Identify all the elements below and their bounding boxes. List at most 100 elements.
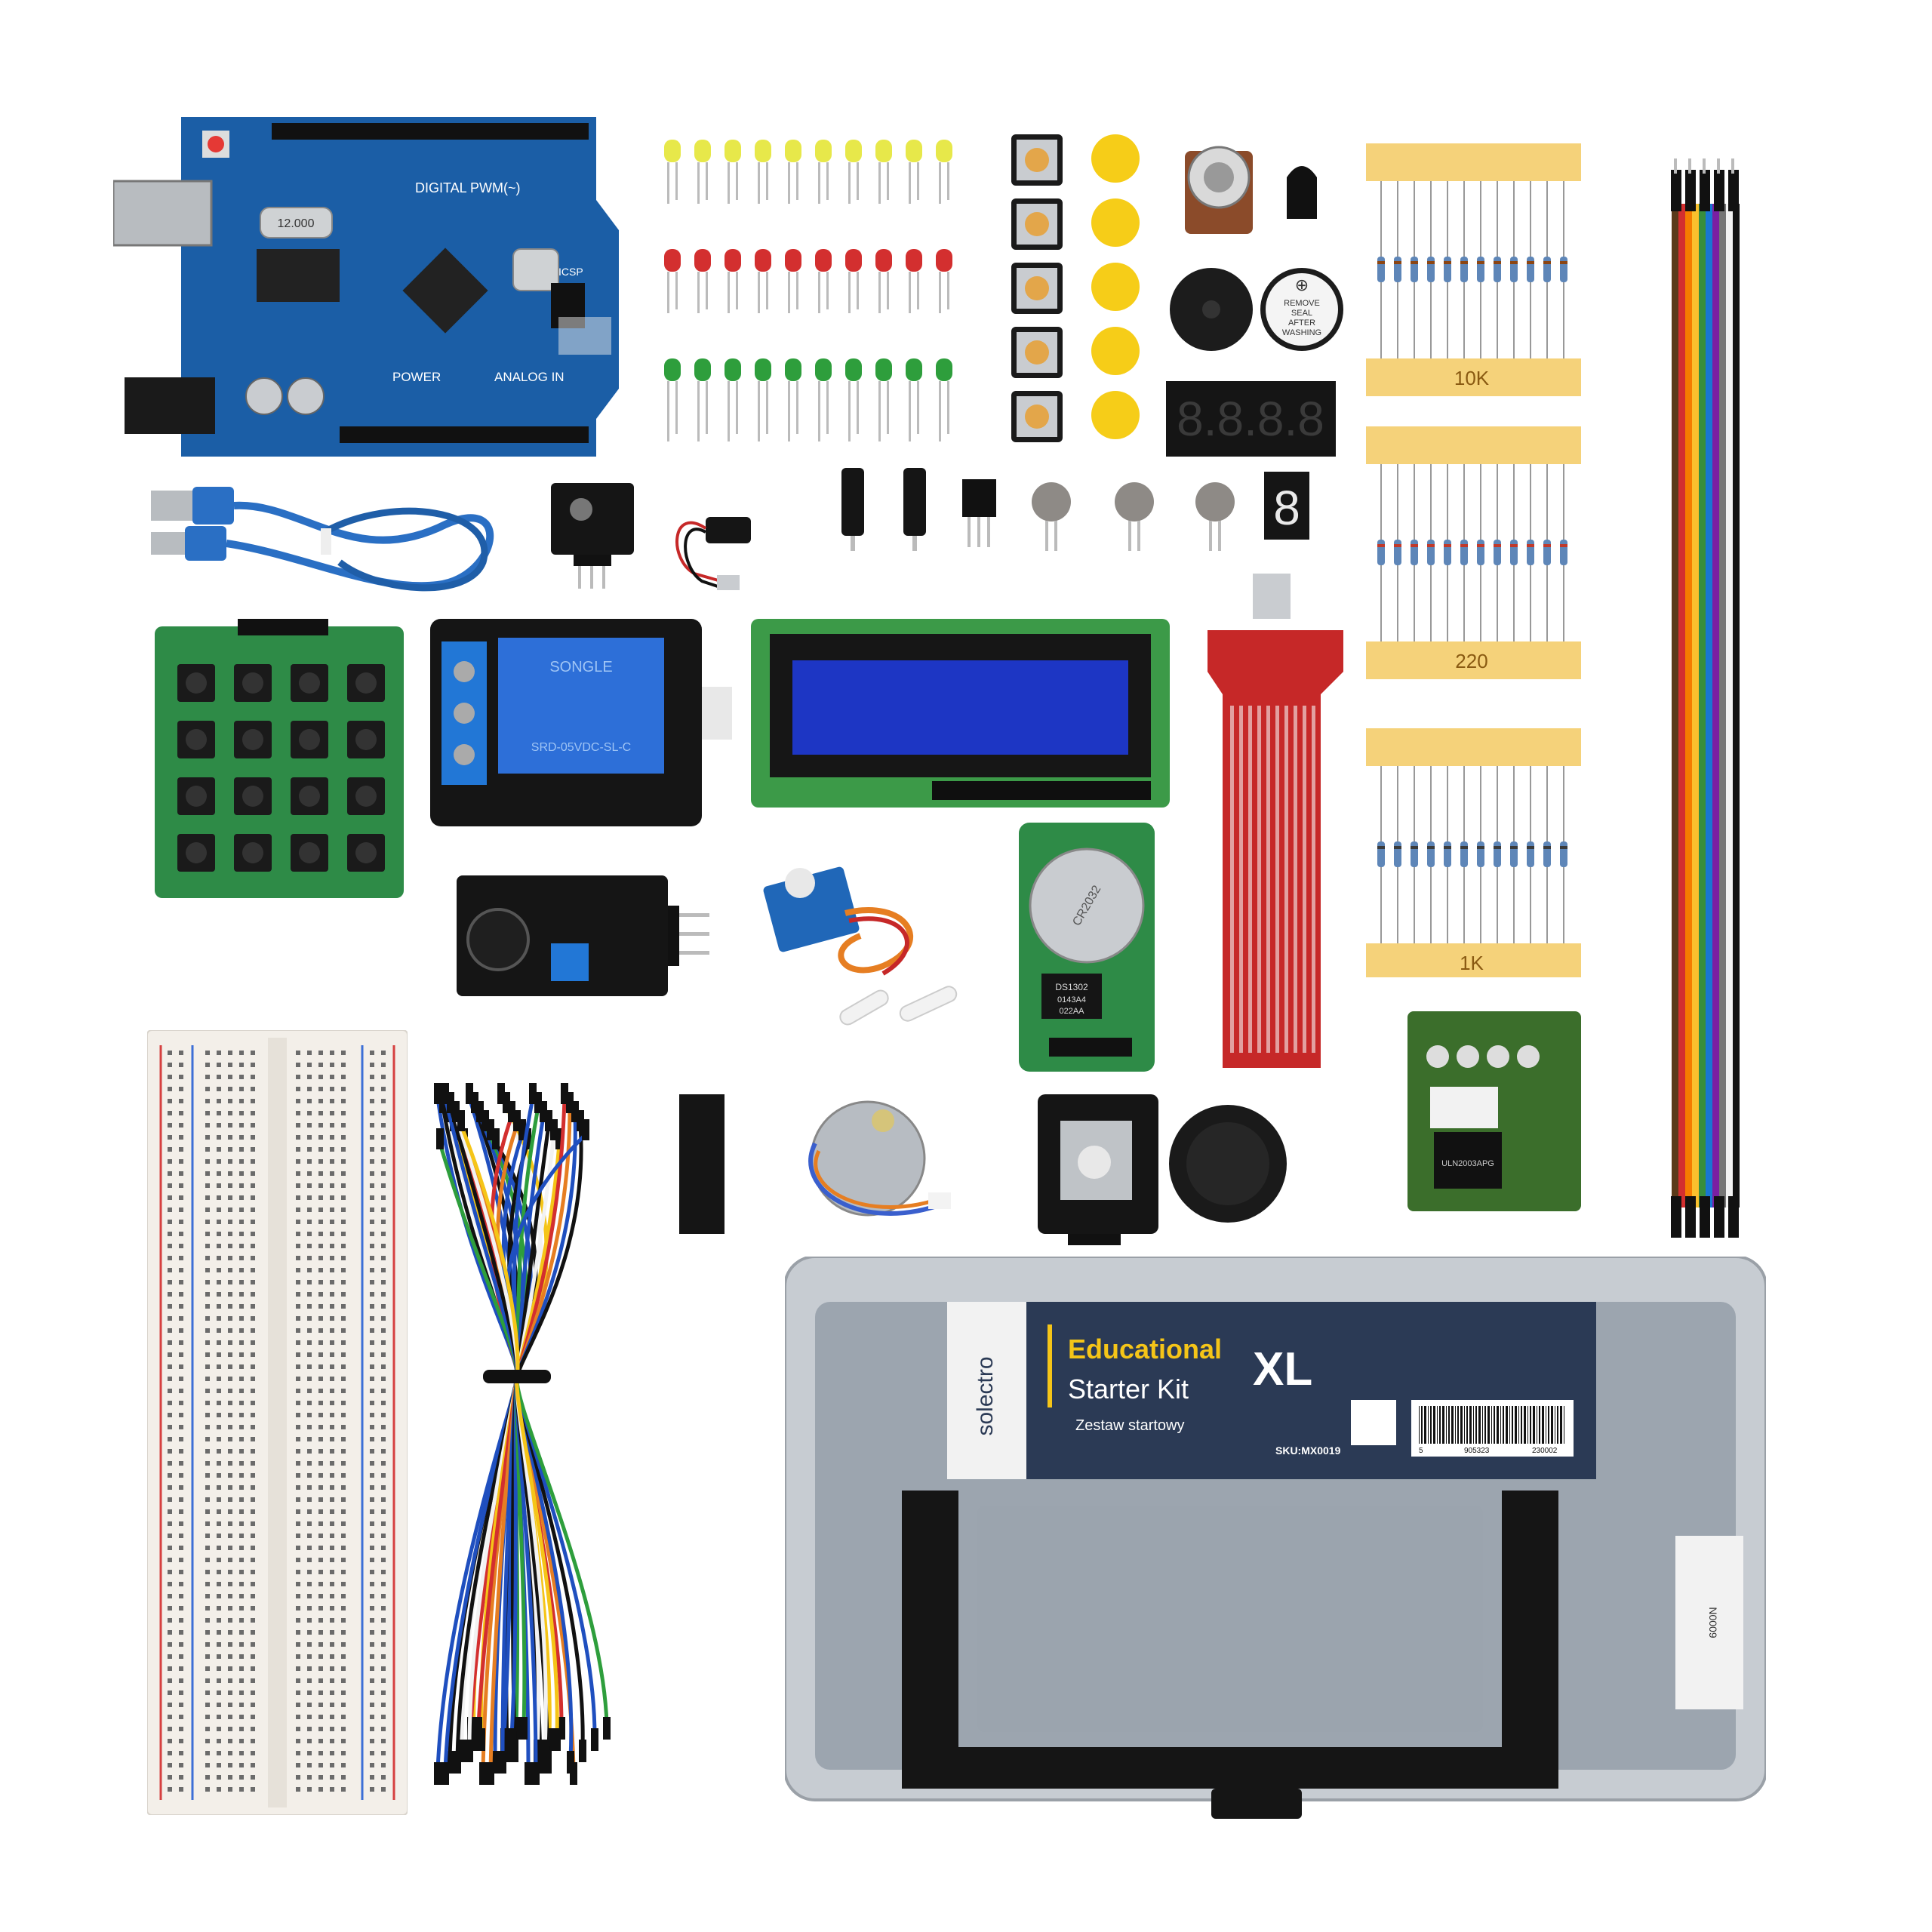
analog-label: ANALOG IN [494, 370, 565, 384]
resistor [1427, 540, 1435, 565]
buzzer-symbol: ⊕ [1295, 275, 1309, 294]
resistor [1527, 257, 1534, 282]
led [694, 358, 711, 381]
ribbon-wire [1719, 204, 1726, 1208]
dupont-header-bottom [1700, 1196, 1710, 1238]
ribbon-wire [1733, 204, 1740, 1208]
resistor [1444, 841, 1451, 867]
resistor [1477, 841, 1484, 867]
resistor-value-label: 1K [1460, 952, 1484, 974]
resistor [1527, 841, 1534, 867]
battery-clip [675, 517, 751, 590]
resistor-tape-bottom [1366, 358, 1581, 396]
led [694, 249, 711, 272]
resistor [1510, 257, 1518, 282]
keypad-module [155, 619, 404, 898]
resistor [1444, 257, 1451, 282]
driver-chip-text: ULN2003APG [1441, 1159, 1494, 1168]
resistor-tape-top [1366, 728, 1581, 766]
resistor [1377, 540, 1385, 565]
buzzer-sticker-4: WASHING [1282, 328, 1321, 337]
resistor [1411, 841, 1418, 867]
resistor [1444, 540, 1451, 565]
buzzers: ⊕ REMOVE SEAL AFTER WASHING [1170, 268, 1343, 351]
led [815, 249, 832, 272]
resistor [1411, 257, 1418, 282]
led [664, 358, 681, 381]
resistor [1543, 540, 1551, 565]
led [724, 249, 741, 272]
relay-module: SONGLE SRD-05VDC-SL-C [430, 619, 732, 826]
kit-title-line1: Educational [1068, 1334, 1222, 1364]
dupont-header-top [1714, 170, 1724, 211]
rtc-chip-sub2: 022AA [1059, 1007, 1084, 1016]
resistor [1460, 257, 1468, 282]
resistor [1394, 257, 1401, 282]
ribbon-wire [1699, 204, 1706, 1208]
power-label: POWER [392, 370, 441, 384]
kit-box: solectro Educational Starter Kit XL Zest… [785, 1257, 1766, 1819]
resistor-value-label: 220 [1455, 650, 1487, 672]
single-digit-text: 8 [1273, 481, 1300, 535]
resistor [1427, 257, 1435, 282]
photoresistors [1032, 482, 1235, 551]
servo-motor [763, 866, 958, 1026]
ir-led [1287, 166, 1317, 219]
led [724, 140, 741, 162]
led [875, 358, 892, 381]
resistor-tape-top [1366, 426, 1581, 464]
potentiometer [1185, 146, 1253, 234]
sound-sensor-module [457, 875, 709, 996]
ribbon-wire [1726, 204, 1733, 1208]
kit-brand: solectro [973, 1356, 998, 1435]
ribbon-wire [1692, 204, 1699, 1208]
led [906, 140, 922, 162]
resistor [1560, 257, 1567, 282]
joystick-cap [1169, 1105, 1287, 1223]
led [664, 140, 681, 162]
resistor [1411, 540, 1418, 565]
led [755, 249, 771, 272]
led [755, 140, 771, 162]
led [785, 358, 801, 381]
dupont-header-top [1671, 170, 1681, 211]
dupont-header-top [1685, 170, 1696, 211]
crystal-label: 12.000 [278, 217, 315, 230]
led [694, 140, 711, 162]
ribbon-wire [1672, 204, 1678, 1208]
resistor [1394, 540, 1401, 565]
ribbon-wire [1678, 204, 1685, 1208]
resistor [1494, 540, 1501, 565]
water-level-sensor [1208, 574, 1343, 1068]
dupont-header-top [1700, 170, 1710, 211]
led [936, 249, 952, 272]
resistor [1510, 540, 1518, 565]
buzzer-sticker-3: AFTER [1288, 318, 1315, 328]
led-array [664, 140, 952, 441]
barcode-digit-1: 5 [1419, 1447, 1423, 1455]
led [936, 358, 952, 381]
dupont-header-bottom [1671, 1196, 1681, 1238]
ribbon-wire [1712, 204, 1719, 1208]
resistor-tape-bottom [1366, 943, 1581, 977]
stepper-motor [808, 1100, 951, 1217]
slide-switch [679, 1094, 724, 1234]
barcode-digit-2: 905323 [1464, 1447, 1490, 1455]
led [875, 249, 892, 272]
rtc-chip-text: DS1302 [1055, 982, 1088, 992]
dupont-header-bottom [1685, 1196, 1696, 1238]
resistor [1494, 257, 1501, 282]
stepper-driver-module: ULN2003APG [1407, 1011, 1581, 1211]
rtc-module: CR2032 DS1302 0143A4 022AA [1019, 823, 1155, 1072]
led [755, 358, 771, 381]
resistor-tape-top [1366, 143, 1581, 181]
led [815, 358, 832, 381]
kit-sku: SKU:MX0019 [1275, 1444, 1341, 1457]
led [785, 140, 801, 162]
resistor [1527, 540, 1534, 565]
single-digit-display: 8 [1264, 472, 1309, 540]
dupont-header-bottom [1714, 1196, 1724, 1238]
relay-top-text: SONGLE [549, 659, 612, 675]
dupont-header-bottom [1728, 1196, 1739, 1238]
resistor [1543, 841, 1551, 867]
